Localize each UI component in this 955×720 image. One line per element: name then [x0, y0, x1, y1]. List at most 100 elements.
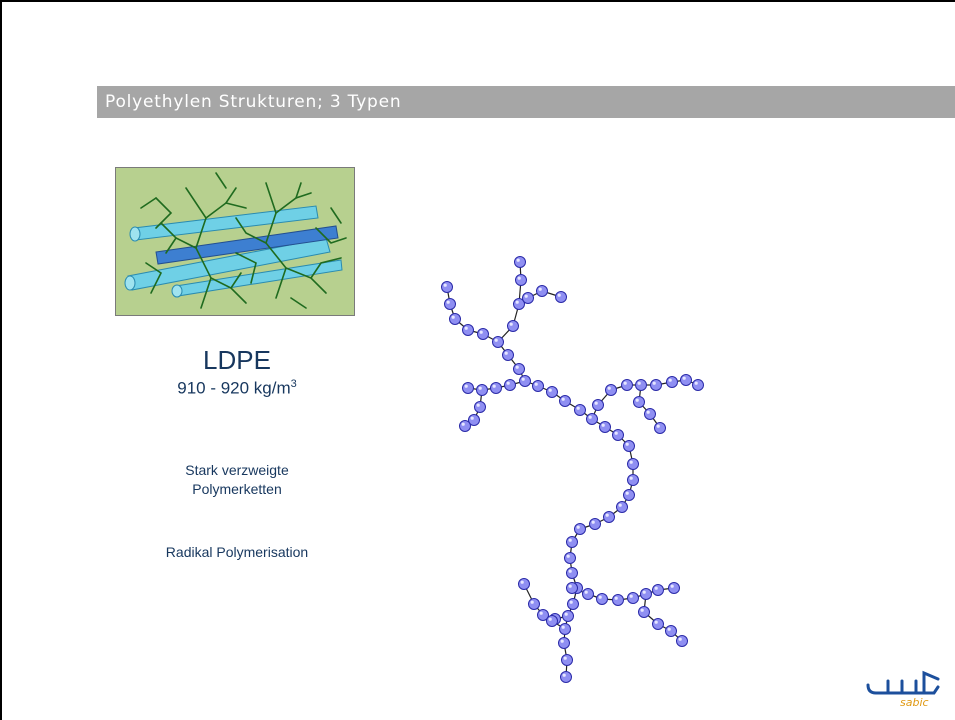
bead-highlight: [557, 293, 561, 297]
description: Stark verzweigte Polymerketten: [112, 461, 362, 499]
bead: [635, 379, 647, 391]
bead-highlight: [524, 294, 528, 298]
bead-highlight: [598, 595, 602, 599]
bead-highlight: [548, 388, 552, 392]
bead-highlight: [635, 398, 639, 402]
bead: [462, 382, 474, 394]
bead: [532, 380, 544, 392]
bead: [536, 285, 548, 297]
bead-highlight: [668, 378, 672, 382]
bead-highlight: [614, 431, 618, 435]
bead: [514, 256, 526, 268]
bead: [449, 313, 461, 325]
bead-highlight: [517, 276, 521, 280]
bead-highlight: [538, 287, 542, 291]
bead-highlight: [568, 584, 572, 588]
bead: [546, 615, 558, 627]
bead-highlight: [605, 513, 609, 517]
bead: [623, 489, 635, 501]
bead: [574, 404, 586, 416]
bead: [559, 623, 571, 635]
bead: [654, 422, 666, 434]
bead-highlight: [461, 422, 465, 426]
bead: [589, 518, 601, 530]
bead: [665, 625, 677, 637]
bead: [586, 413, 598, 425]
bead-highlight: [654, 620, 658, 624]
bead: [441, 281, 453, 293]
density-value: 910 - 920 kg/m: [177, 378, 291, 398]
bead: [612, 429, 624, 441]
bead-highlight: [548, 617, 552, 621]
bead: [652, 618, 664, 630]
bead: [507, 320, 519, 332]
bead-highlight: [515, 365, 519, 369]
bead-highlight: [588, 415, 592, 419]
bead: [676, 635, 688, 647]
bead-highlight: [479, 330, 483, 334]
bead-highlight: [470, 416, 474, 420]
bead-highlight: [451, 315, 455, 319]
bead: [444, 298, 456, 310]
bead: [560, 671, 572, 683]
bead-highlight: [562, 673, 566, 677]
bead-highlight: [566, 554, 570, 558]
bead: [668, 582, 680, 594]
description-line-1: Stark verzweigte: [185, 462, 289, 478]
bead-highlight: [443, 283, 447, 287]
bead-highlight: [494, 338, 498, 342]
bead-highlight: [576, 525, 580, 529]
bead-highlight: [656, 424, 660, 428]
bead: [528, 598, 540, 610]
bead-highlight: [594, 401, 598, 405]
density-exponent: 3: [290, 378, 297, 390]
bead-highlight: [539, 611, 543, 615]
bead: [605, 384, 617, 396]
slide-title: Polyethylen Strukturen; 3 Typen: [105, 92, 402, 112]
bead-highlight: [694, 381, 698, 385]
bead-highlight: [618, 503, 622, 507]
bead-highlight: [521, 377, 525, 381]
slide-title-bar: Polyethylen Strukturen; 3 Typen: [97, 86, 955, 118]
bead-highlight: [564, 612, 568, 616]
bead-highlight: [530, 600, 534, 604]
bead: [561, 654, 573, 666]
chain-bundle-graphic: [124, 205, 343, 298]
bead: [592, 399, 604, 411]
bead-highlight: [591, 520, 595, 524]
sabic-logo: sabic: [864, 665, 944, 715]
bead: [612, 594, 624, 606]
bead: [638, 606, 650, 618]
bead: [627, 592, 639, 604]
bead: [502, 349, 514, 361]
bead: [477, 328, 489, 340]
bead-highlight: [623, 381, 627, 385]
bead: [596, 593, 608, 605]
bead-highlight: [646, 410, 650, 414]
bead-highlight: [682, 376, 686, 380]
bead: [462, 324, 474, 336]
bead-highlight: [637, 381, 641, 385]
bead-highlight: [629, 460, 633, 464]
bead: [566, 536, 578, 548]
bead-highlight: [534, 382, 538, 386]
bead-highlight: [670, 584, 674, 588]
bead: [627, 458, 639, 470]
bead-highlight: [568, 538, 572, 542]
bead: [567, 598, 579, 610]
sabic-arabic-logo-graphic: [866, 670, 940, 695]
bead-highlight: [640, 608, 644, 612]
bead: [519, 375, 531, 387]
bead-highlight: [492, 384, 496, 388]
density-label: 910 - 920 kg/m3: [112, 378, 362, 399]
bead-highlight: [446, 300, 450, 304]
branch-graphic: [140, 172, 347, 309]
bead-highlight: [584, 590, 588, 594]
bead: [627, 474, 639, 486]
bead: [574, 523, 586, 535]
bead-highlight: [607, 386, 611, 390]
bead: [513, 363, 525, 375]
bead: [566, 567, 578, 579]
bead: [621, 379, 633, 391]
bead-highlight: [625, 442, 629, 446]
